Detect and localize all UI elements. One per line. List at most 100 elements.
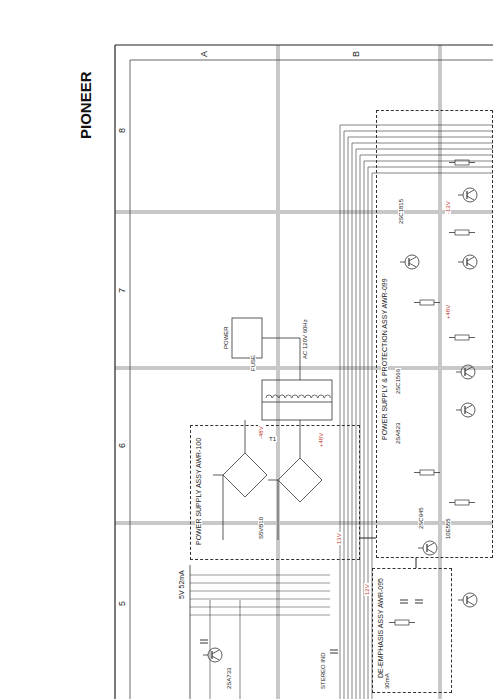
wire: [364, 161, 365, 699]
assembly-box: POWER SUPPLY & PROTECTION ASSY AWR-099: [376, 110, 493, 558]
wire: [360, 155, 493, 156]
wire: [469, 337, 475, 338]
part-label: +48V: [445, 304, 451, 320]
brand-logo: PIONEER: [78, 70, 93, 140]
capacitor-symbol: [330, 653, 338, 654]
resistor-symbol: [455, 230, 469, 235]
transistor-symbol: [463, 255, 477, 269]
part-label: S5VB10: [258, 516, 264, 540]
frame-line: [130, 60, 493, 61]
assembly-title: POWER SUPPLY ASSY AWR-100: [195, 437, 202, 546]
coil-winding: [312, 395, 318, 398]
coil-winding: [325, 395, 331, 398]
wire: [212, 656, 219, 660]
grid-label: 6: [118, 442, 127, 449]
coil-winding: [292, 395, 298, 398]
wire: [427, 549, 434, 553]
wire: [465, 411, 472, 415]
part-label: 2SC945: [418, 506, 424, 530]
wire: [458, 262, 463, 263]
part-label: -13V: [445, 200, 451, 215]
wire: [268, 480, 278, 481]
transistor-base: [426, 544, 427, 552]
wire: [300, 338, 301, 380]
transistor-base: [408, 258, 409, 266]
wire: [240, 600, 241, 699]
resistor-symbol: [455, 335, 469, 340]
wire: [344, 131, 493, 132]
transistor-symbol: [463, 593, 477, 607]
coil-winding: [318, 395, 324, 398]
wire: [469, 162, 475, 163]
wire: [212, 650, 219, 654]
capacitor-symbol: [400, 600, 408, 601]
wire: [414, 472, 420, 473]
wire: [449, 232, 455, 233]
resistor-symbol: [455, 160, 469, 165]
grid-line: [276, 45, 280, 699]
part-label: 2SC1566: [395, 368, 401, 395]
resistor-symbol: [420, 300, 434, 305]
wire: [465, 367, 472, 371]
wire: [409, 257, 416, 261]
wire: [344, 131, 345, 699]
part-label: -48V: [258, 425, 264, 440]
bridge-rectifier: [223, 453, 267, 497]
wire: [348, 137, 349, 699]
wire: [449, 502, 455, 503]
part-label: 2SC1815: [398, 198, 404, 225]
switch-symbol: [232, 318, 262, 358]
wire: [352, 143, 493, 144]
part-label: 10E555: [445, 517, 451, 540]
wire: [389, 622, 395, 623]
grid-line: [115, 521, 493, 525]
part-label: POWER: [223, 325, 229, 350]
wire: [467, 601, 474, 605]
transistor-symbol: [461, 365, 475, 379]
coil-winding: [305, 395, 311, 398]
resistor-symbol: [420, 470, 434, 475]
capacitor-symbol: [400, 603, 408, 604]
wire: [203, 655, 208, 656]
transistor-base: [466, 191, 467, 199]
transistor-base: [211, 651, 212, 659]
wire: [434, 472, 440, 473]
capacitor-symbol: [200, 640, 208, 641]
frame-line: [114, 45, 115, 699]
grid-label: 8: [118, 127, 127, 134]
wire: [418, 548, 423, 549]
coil-winding: [273, 395, 279, 398]
wire: [469, 502, 475, 503]
wire: [409, 263, 416, 267]
capacitor-symbol: [415, 600, 423, 601]
part-label: 2SA823: [395, 422, 401, 445]
resistor-symbol: [395, 620, 409, 625]
wire: [223, 475, 224, 540]
wire-connector: [360, 538, 376, 539]
part-label: T1: [268, 436, 277, 442]
transistor-symbol: [461, 403, 475, 417]
wire: [469, 232, 475, 233]
part-label: +48V: [318, 432, 324, 448]
wire: [467, 190, 474, 194]
assembly-title: POWER SUPPLY & PROTECTION ASSY AWR-099: [381, 277, 388, 441]
wire: [458, 195, 463, 196]
wire: [434, 302, 440, 303]
wire: [190, 591, 330, 592]
wire: [352, 143, 353, 699]
wire: [368, 167, 369, 699]
wire: [409, 622, 415, 623]
transistor-base: [464, 368, 465, 376]
wire: [456, 372, 461, 373]
wire: [213, 475, 223, 476]
frame-line: [115, 44, 493, 45]
wire: [414, 302, 420, 303]
wire: [458, 600, 463, 601]
wire: [356, 149, 357, 699]
wire: [456, 410, 461, 411]
transistor-symbol: [463, 188, 477, 202]
wire: [449, 337, 455, 338]
assembly-box: POWER SUPPLY ASSY AWR-100: [190, 425, 360, 560]
